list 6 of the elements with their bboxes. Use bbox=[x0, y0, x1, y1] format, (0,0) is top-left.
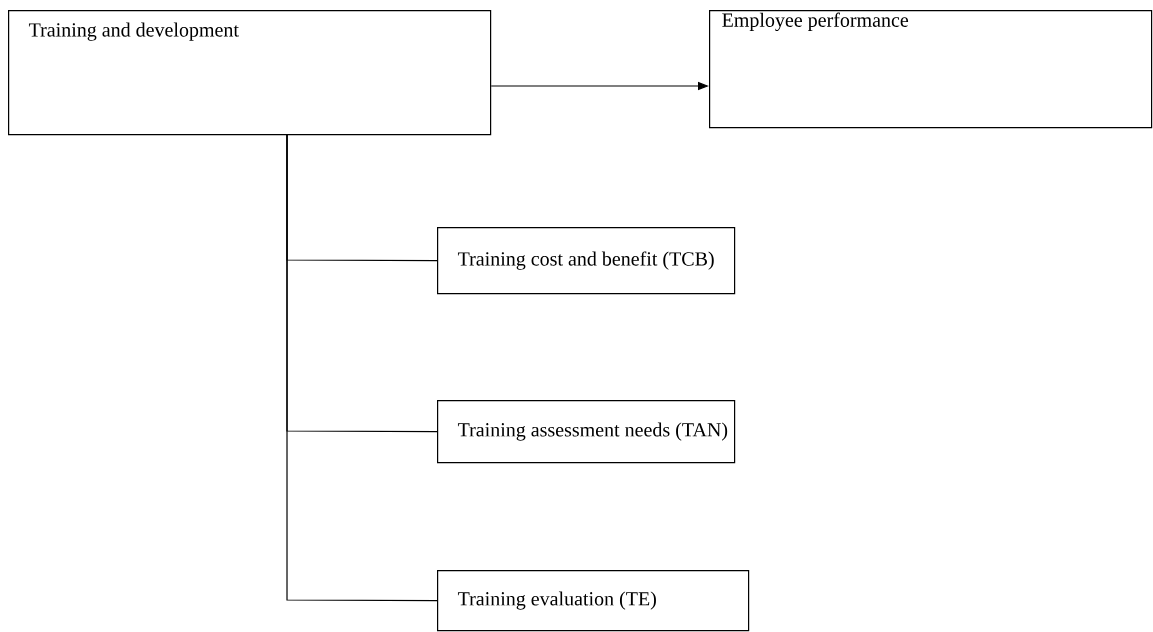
text-box: Training cost and benefit (TCB) bbox=[437, 227, 736, 295]
text-box: Training assessment needs (TAN) bbox=[437, 400, 736, 464]
text-box: Employee performance bbox=[709, 10, 1153, 129]
text-box: Training evaluation (TE) bbox=[437, 570, 750, 632]
connector-line bbox=[286, 133, 438, 602]
text-box: Training and development bbox=[8, 10, 492, 136]
